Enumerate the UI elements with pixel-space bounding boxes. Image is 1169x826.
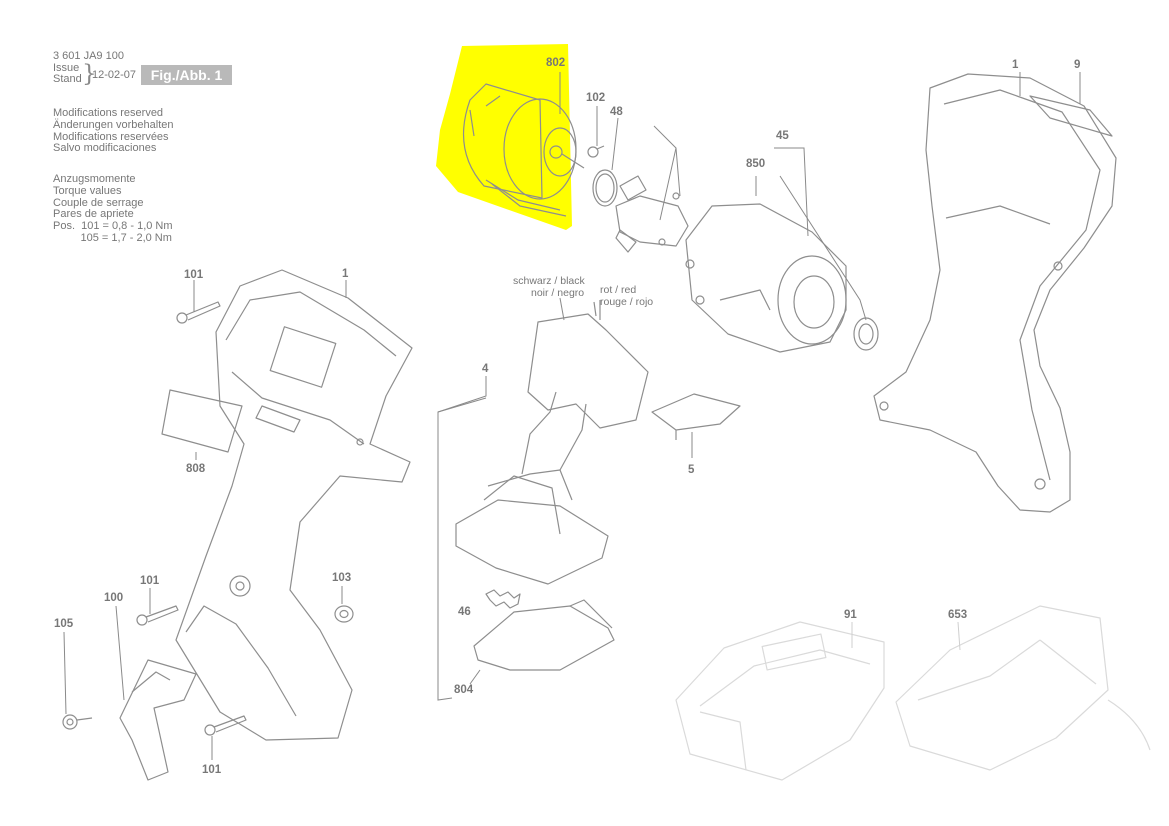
switch-assembly-4	[455, 300, 649, 585]
label-9: 9	[1074, 59, 1080, 71]
label-1-left: 1	[342, 268, 349, 280]
charger-653	[895, 605, 1151, 771]
issue-row: Issue Stand } 12-02-07 Fig./Abb. 1	[53, 61, 293, 89]
housing-right	[873, 73, 1117, 513]
gear-housing-850	[685, 203, 847, 353]
motor-part	[463, 83, 585, 217]
issue-label-de: Stand	[53, 73, 82, 85]
label-105: 105	[54, 618, 74, 630]
label-46: 46	[458, 606, 471, 618]
label-45: 45	[776, 130, 789, 142]
label-102: 102	[586, 92, 605, 104]
note-line: Modifications reserved	[53, 107, 164, 119]
screw-102	[587, 145, 605, 158]
label-plate-9	[1029, 95, 1113, 137]
label-1-right: 1	[1012, 59, 1019, 71]
torque-line: Couple de serrage	[53, 196, 144, 209]
screw-101-bottom	[204, 715, 247, 736]
doc-number-text: 3 601 JA9 100	[53, 50, 124, 62]
note-line: Salvo modificaciones	[53, 142, 157, 155]
plate-804	[473, 599, 615, 671]
label-5: 5	[688, 464, 695, 476]
screw-101-top	[176, 301, 221, 324]
highlight-region	[436, 44, 572, 230]
label-100: 100	[104, 592, 123, 604]
housing-left	[175, 269, 413, 741]
issue-label: Issue Stand	[53, 63, 82, 85]
screw-101-mid	[136, 605, 179, 626]
torque-line: Pares de apriete	[53, 208, 134, 221]
label-804: 804	[454, 684, 474, 696]
battery-91	[675, 621, 885, 781]
label-802: 802	[546, 57, 565, 69]
figure-badge: Fig./Abb. 1	[141, 65, 232, 85]
label-850: 850	[746, 158, 765, 170]
collar-ring	[853, 317, 879, 351]
wire-red-line2: rouge / rojo	[600, 296, 653, 308]
label-48: 48	[610, 106, 623, 118]
o-ring-48	[592, 169, 618, 207]
label-103: 103	[332, 572, 351, 584]
label-808: 808	[186, 463, 206, 475]
label-101-mid: 101	[140, 575, 160, 587]
torque-line: Anzugsmomente	[53, 173, 136, 185]
nut-103	[334, 605, 354, 623]
label-808	[161, 389, 243, 453]
label-91: 91	[844, 609, 857, 621]
issue-date: 12-02-07	[92, 69, 137, 81]
brace-glyph: }	[82, 61, 97, 87]
torque-line: Pos. 101 = 0,8 - 1,0 Nm	[53, 220, 173, 233]
label-653: 653	[948, 609, 967, 621]
note-line: Modifications reservées	[53, 130, 169, 143]
torque-values: Anzugsmomente Torque values Couple de se…	[53, 173, 173, 245]
label-4: 4	[482, 363, 489, 375]
screw-105	[62, 714, 93, 730]
note-line: Änderungen vorbehalten	[53, 118, 174, 131]
torque-line: 105 = 1,7 - 2,0 Nm	[53, 231, 172, 244]
button-5	[651, 393, 741, 440]
document-number: 3 601 JA9 100	[53, 50, 124, 62]
wire-black-line2: noir / negro	[531, 287, 584, 299]
torque-line: Torque values	[53, 184, 122, 197]
wire-black-line1: schwarz / black	[513, 275, 586, 287]
label-101-bottom: 101	[202, 764, 222, 776]
spring-46	[485, 589, 521, 609]
issue-label-en: Issue	[53, 62, 80, 74]
label-101-top: 101	[184, 269, 204, 281]
spindle-part	[615, 175, 689, 253]
wire-red-line1: rot / red	[600, 284, 636, 296]
belt-clip-100	[119, 659, 197, 781]
modifications-notes: Modifications reserved Änderungen vorbeh…	[53, 107, 174, 155]
